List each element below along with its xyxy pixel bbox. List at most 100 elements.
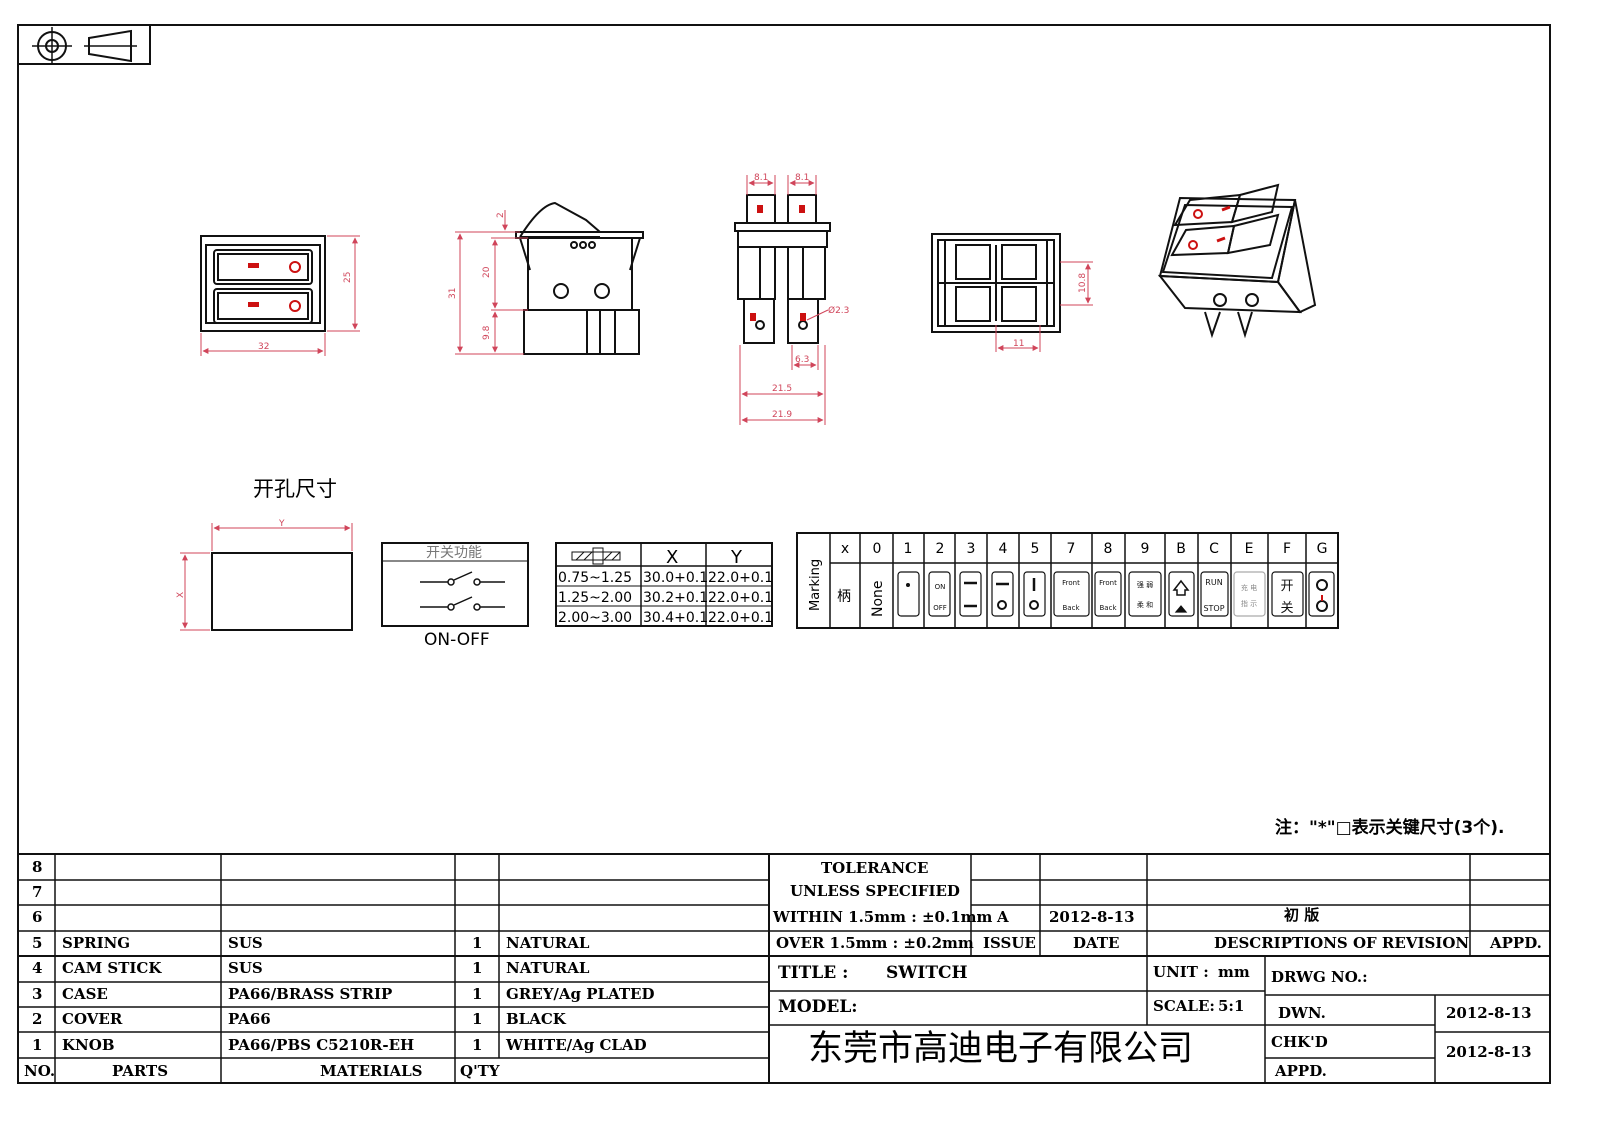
parts-row-no: 5 xyxy=(32,934,43,952)
parts-row-finish: NATURAL xyxy=(506,959,590,977)
thickness-cell: 30.2+0.1 xyxy=(643,590,708,606)
marking-header: B xyxy=(1176,541,1186,557)
marking-header: 3 xyxy=(967,541,976,557)
parts-row-no: 8 xyxy=(32,858,43,876)
scale-label: SCALE: xyxy=(1153,997,1215,1015)
key-dimension-note: 注："*"□表示关键尺寸(3个). xyxy=(1275,818,1505,838)
thickness-cell: 2.00~3.00 xyxy=(558,610,632,626)
bottom-view-dims xyxy=(995,261,1093,352)
parts-row-material: SUS xyxy=(228,959,263,977)
appd-header: APPD. xyxy=(1490,934,1542,952)
title-value: SWITCH xyxy=(886,963,968,983)
marking-header: E xyxy=(1245,541,1254,557)
function-name: ON-OFF xyxy=(424,630,490,650)
thickness-cell: 1.25~2.00 xyxy=(558,590,632,606)
marking-table xyxy=(796,532,1339,629)
issue-header: ISSUE xyxy=(983,934,1036,952)
marking-header: F xyxy=(1283,541,1291,557)
front-view-dims xyxy=(200,235,360,356)
switch-symbol-icon xyxy=(420,571,505,611)
marking-headers: x 0 1 2 3 4 5 7 8 9 B C E F G xyxy=(841,541,1328,557)
mark-charge: 充 电 xyxy=(1241,583,1257,592)
mark-indicate: 指 示 xyxy=(1241,599,1257,608)
parts-row-no: 6 xyxy=(32,908,43,926)
drawn-label: DWN. xyxy=(1278,1004,1326,1022)
descriptions-header: DESCRIPTIONS OF REVISION xyxy=(1214,934,1470,952)
within-tolerance: WITHIN 1.5mm : ±0.1mm xyxy=(773,908,993,926)
dim-hole-dia: Ø2.3 xyxy=(828,305,849,316)
dim-side-terminal: 9.8 xyxy=(482,325,492,340)
mark-stop: STOP xyxy=(1203,604,1224,613)
unit-label: UNIT : xyxy=(1153,963,1209,981)
checked-date: 2012-8-13 xyxy=(1446,1043,1532,1061)
marking-header: 4 xyxy=(999,541,1008,557)
unit-value: mm xyxy=(1218,963,1250,981)
parts-row-material: PA66/PBS C5210R-EH xyxy=(228,1036,415,1054)
mark-soft: 柔 和 xyxy=(1137,600,1153,609)
parts-row-part: CASE xyxy=(62,985,108,1003)
over-tolerance: OVER 1.5mm : ±0.2mm xyxy=(776,934,974,952)
mark-off: OFF xyxy=(933,604,947,612)
revision-issue-value: A xyxy=(997,908,1009,926)
parts-row-qty: 1 xyxy=(472,959,483,977)
thickness-cell: 30.0+0.1 xyxy=(643,570,708,586)
dim-bottom-w: 11 xyxy=(1013,339,1024,349)
approved-label: APPD. xyxy=(1275,1062,1327,1080)
parts-row-no: 2 xyxy=(32,1010,43,1028)
marking-header: C xyxy=(1209,541,1219,557)
function-title: 开关功能 xyxy=(426,545,482,561)
mark-back2: Back xyxy=(1100,604,1118,612)
function-box xyxy=(381,542,529,627)
dim-base-w1: 21.5 xyxy=(772,384,792,394)
checked-label: CHK'D xyxy=(1271,1033,1328,1051)
first-angle-projection-icon xyxy=(32,27,137,65)
side-view xyxy=(515,201,644,355)
thickness-cell: 0.75~1.25 xyxy=(558,570,632,586)
front-view xyxy=(200,235,326,332)
mark-front: Front xyxy=(1062,579,1080,587)
drawn-date: 2012-8-13 xyxy=(1446,1004,1532,1022)
parts-row-part: SPRING xyxy=(62,934,131,952)
thickness-head-x: X xyxy=(666,547,678,568)
thickness-cell: 22.0+0.1 xyxy=(708,590,773,606)
parts-row-finish: GREY/Ag PLATED xyxy=(506,985,655,1003)
parts-header-parts: PARTS xyxy=(112,1062,169,1080)
mark-close: 关 xyxy=(1280,601,1293,616)
parts-row-material: PA66/BRASS STRIP xyxy=(228,985,393,1003)
top-view-dims xyxy=(739,175,829,425)
parts-row-no: 1 xyxy=(32,1036,43,1054)
parts-row-material: SUS xyxy=(228,934,263,952)
model-label: MODEL: xyxy=(778,997,858,1017)
mark-strong: 强 弱 xyxy=(1137,581,1153,589)
marking-header: 2 xyxy=(936,541,945,557)
mark-on: ON xyxy=(935,583,946,591)
dim-front-height: 25 xyxy=(343,272,353,283)
title-label: TITLE : xyxy=(778,963,849,983)
mark-open: 开 xyxy=(1280,579,1293,594)
parts-row-qty: 1 xyxy=(472,1010,483,1028)
side-view-dims xyxy=(455,210,528,355)
marking-header: G xyxy=(1317,541,1328,557)
cutout-rect xyxy=(211,552,353,631)
company-name: 东莞市高迪电子有限公司 xyxy=(808,1029,1194,1069)
mark-run: RUN xyxy=(1205,578,1222,587)
thickness-head-y: Y xyxy=(730,547,743,568)
parts-row-qty: 1 xyxy=(472,1036,483,1054)
drawing-number-label: DRWG NO.: xyxy=(1271,968,1368,986)
dim-side-height: 31 xyxy=(448,288,458,299)
projection-symbol xyxy=(17,24,151,65)
cutout-title: 开孔尺寸 xyxy=(253,477,337,501)
bottom-view xyxy=(931,233,1061,333)
thickness-cell: 22.0+0.1 xyxy=(708,570,773,586)
parts-row-finish: NATURAL xyxy=(506,934,590,952)
mark-front2: Front xyxy=(1099,579,1117,587)
mark-back: Back xyxy=(1063,604,1081,612)
dim-top-w1: 8.1 xyxy=(754,173,768,183)
dim-side-body: 20 xyxy=(482,266,492,278)
parts-row-material: PA66 xyxy=(228,1010,271,1028)
parts-row-part: CAM STICK xyxy=(62,959,162,977)
marking-handle: 柄 xyxy=(837,589,851,605)
marking-none: None xyxy=(870,580,886,617)
dim-front-width: 32 xyxy=(258,342,269,352)
